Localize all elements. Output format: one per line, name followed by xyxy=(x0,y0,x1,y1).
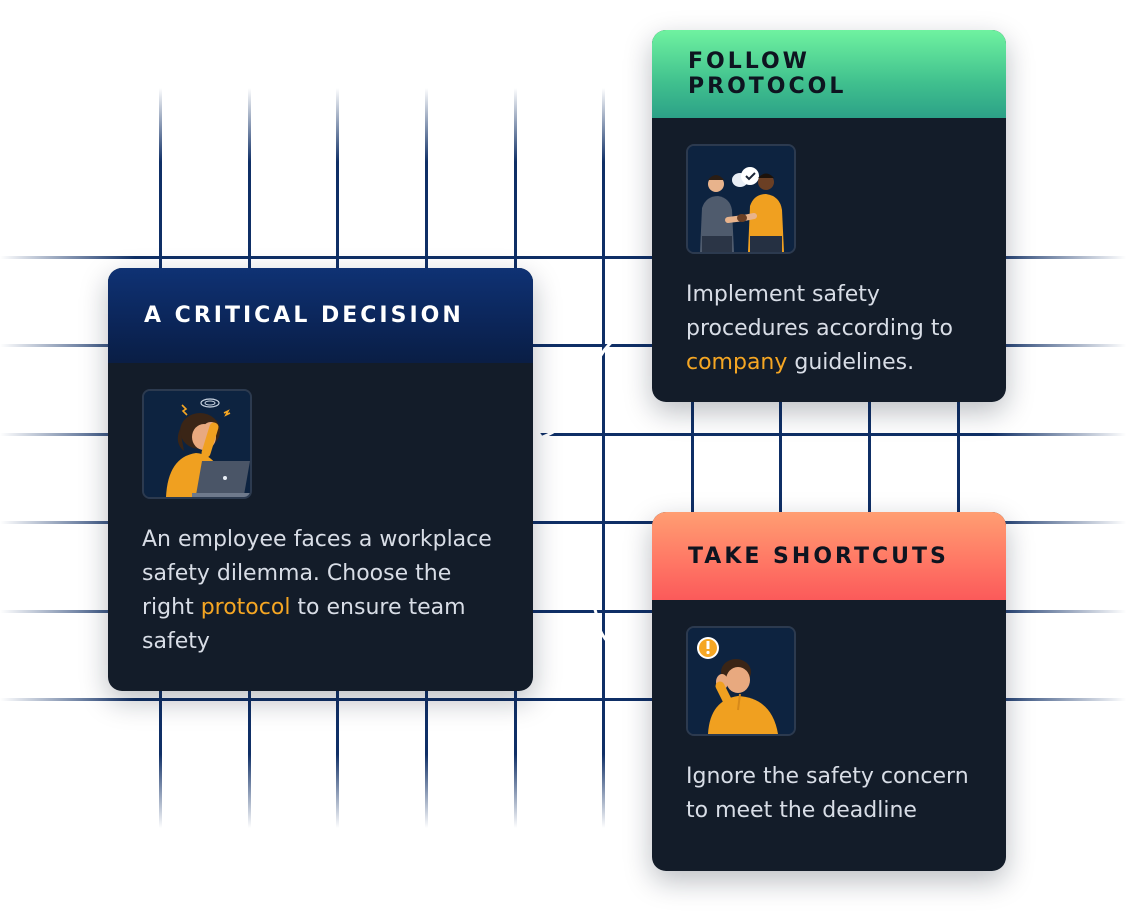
take-shortcuts-title: TAKE SHORTCUTS xyxy=(688,543,949,569)
arrowhead-follow xyxy=(636,318,652,332)
follow-protocol-description: Implement safety procedures according to… xyxy=(686,282,953,375)
take-shortcuts-card[interactable]: TAKE SHORTCUTS Ignore xyxy=(652,512,1006,871)
handshake-agreement-icon xyxy=(686,144,796,254)
critical-decision-title: A CRITICAL DECISION xyxy=(144,303,464,328)
follow-protocol-card[interactable]: FOLLOW PROTOCOL xyxy=(652,30,1006,402)
follow-protocol-header: FOLLOW PROTOCOL xyxy=(652,30,1006,118)
highlight-protocol: protocol xyxy=(200,595,291,620)
critical-decision-header: A CRITICAL DECISION xyxy=(108,268,533,363)
connector-to-take-shortcuts xyxy=(531,538,638,656)
grid-horizontal-lines xyxy=(0,256,1126,701)
take-shortcuts-description: Ignore the safety concern to meet the de… xyxy=(686,764,969,823)
take-shortcuts-header: TAKE SHORTCUTS xyxy=(652,512,1006,600)
worried-employee-warning-icon xyxy=(686,626,796,736)
arrowhead-shortcuts xyxy=(636,647,652,661)
critical-decision-card: A CRITICAL DECISION xyxy=(108,268,533,691)
highlight-company: company xyxy=(686,350,788,375)
critical-decision-description: An employee faces a workplace safety dil… xyxy=(142,527,492,654)
stressed-employee-laptop-icon xyxy=(142,389,252,499)
follow-protocol-title: FOLLOW PROTOCOL xyxy=(688,49,847,99)
connector-to-follow-protocol xyxy=(531,324,640,442)
